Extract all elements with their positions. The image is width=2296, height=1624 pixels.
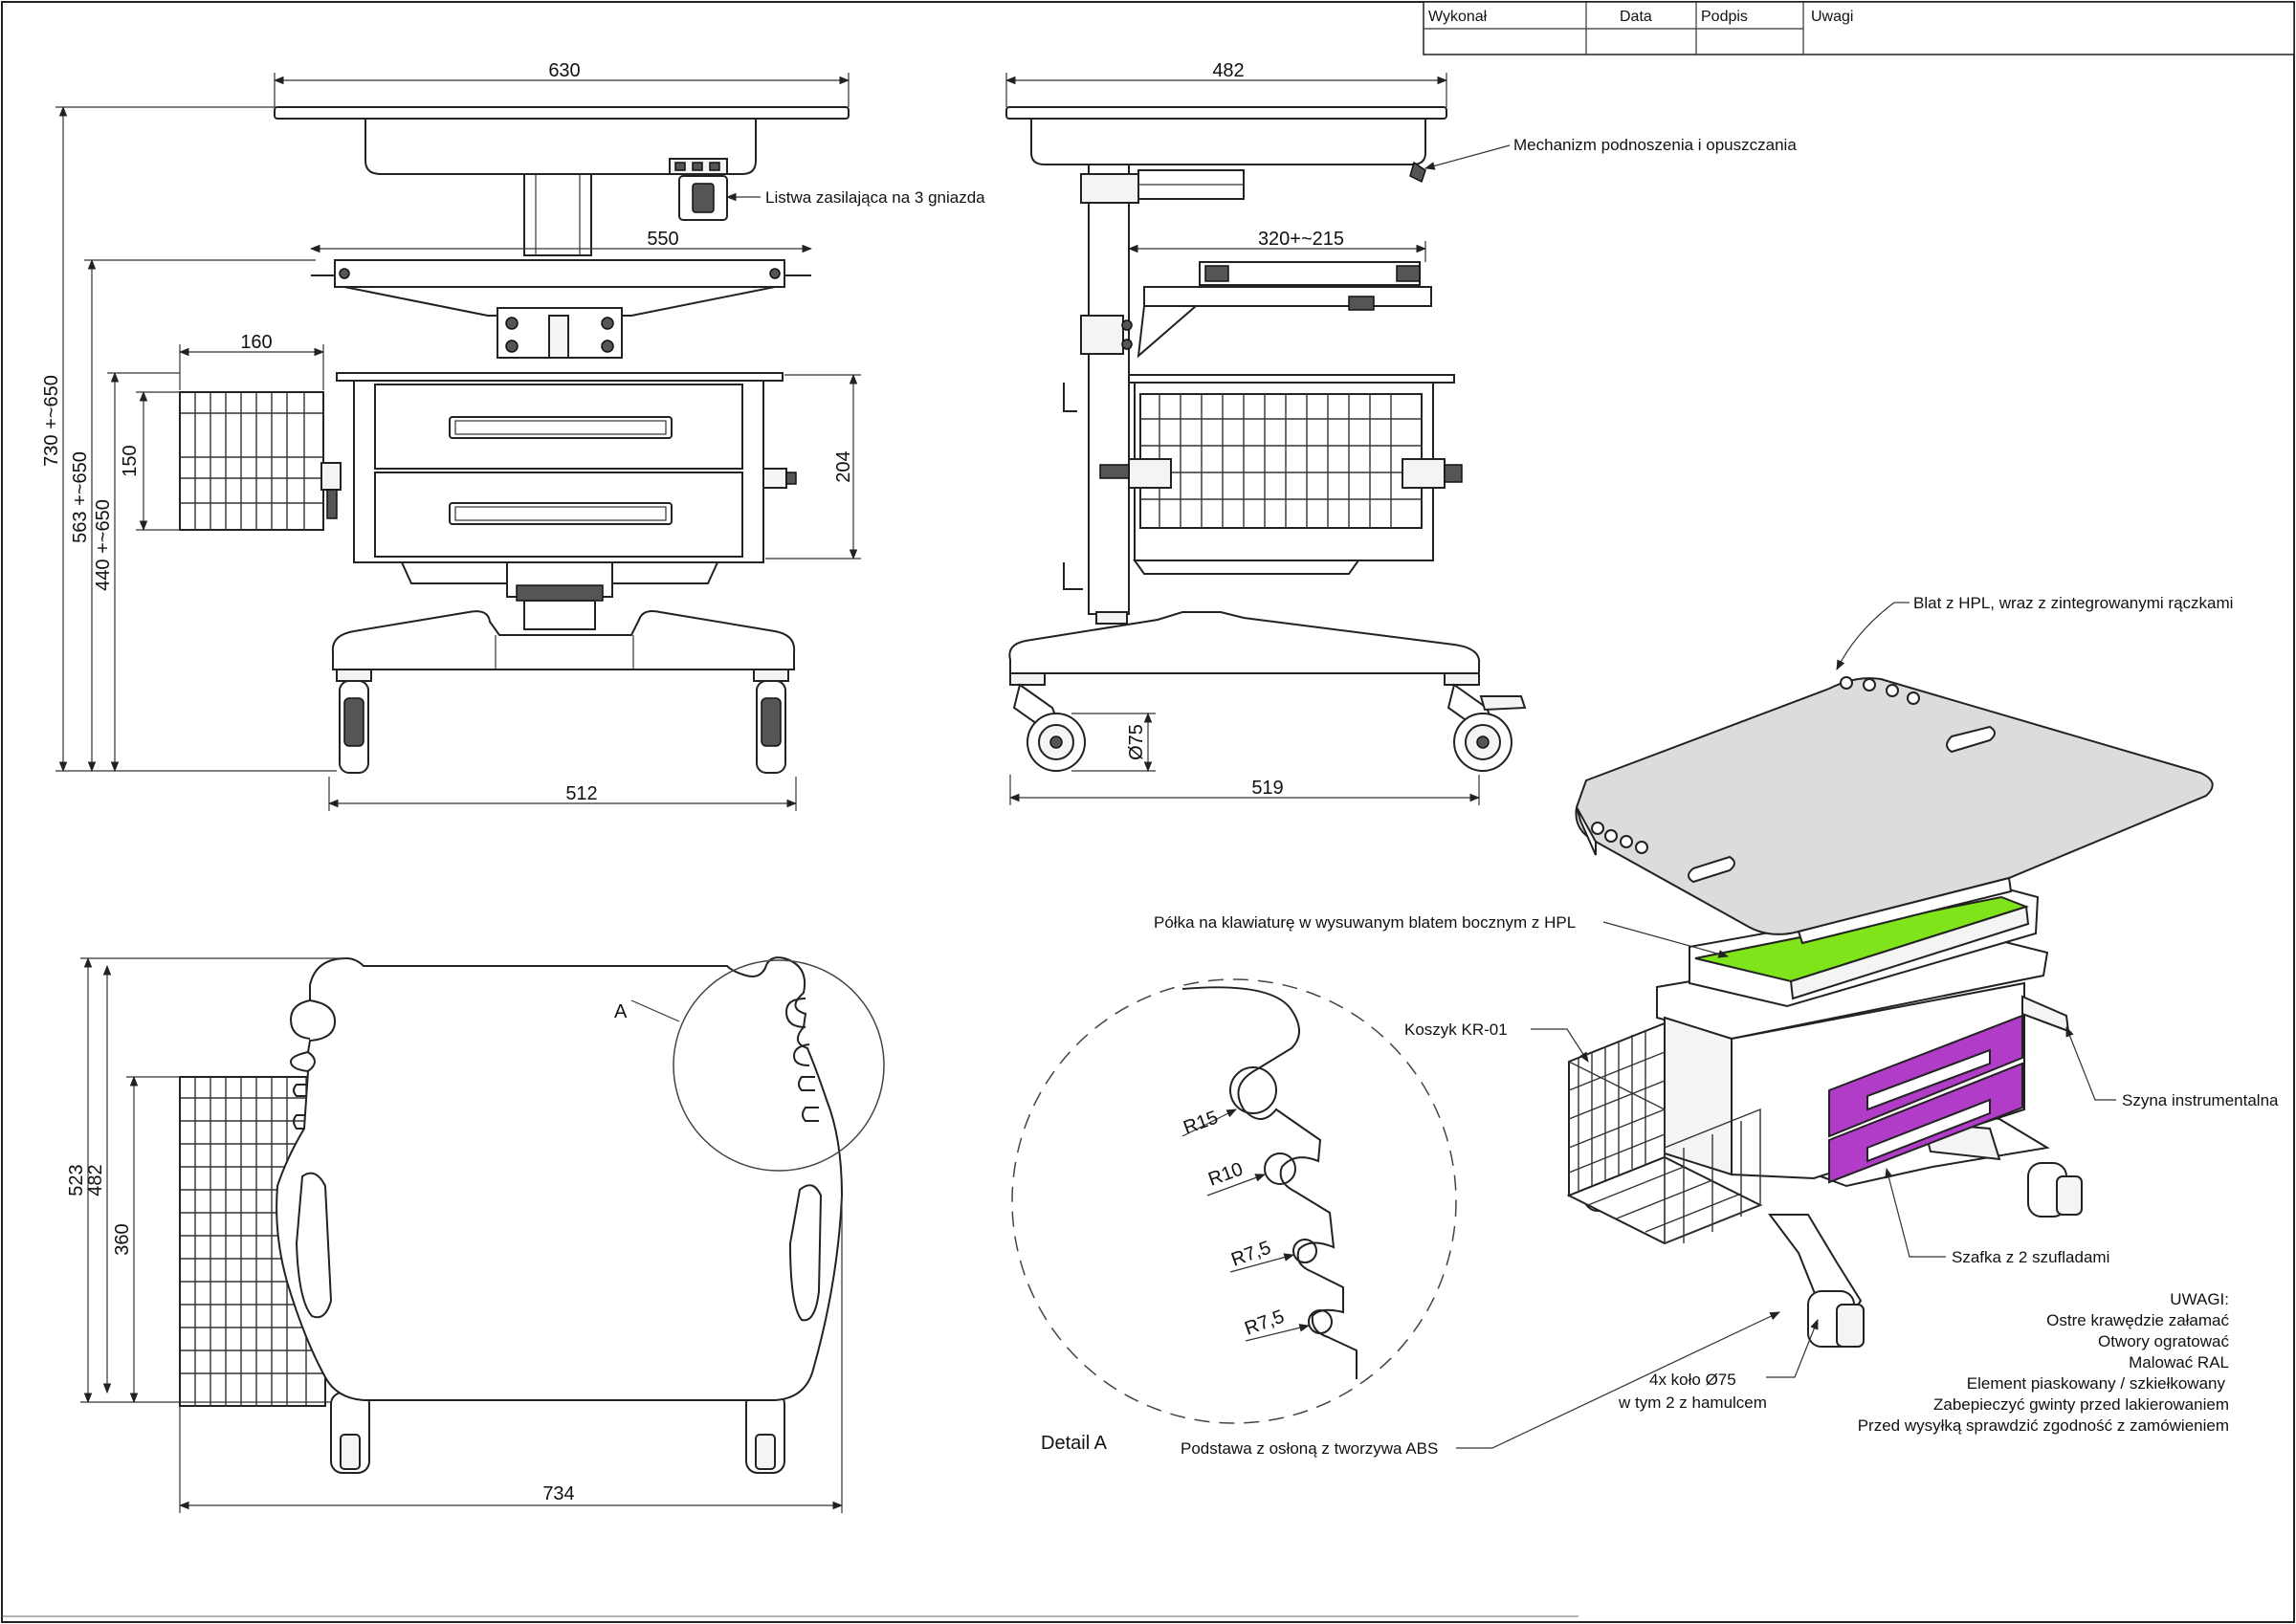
front-keyboard-tray: [334, 259, 785, 288]
iso-rail: [2021, 995, 2070, 1033]
front-caster-left: [336, 669, 372, 774]
detail-a-marker-circle: [673, 959, 885, 1172]
dim-440: 440 +~650: [93, 499, 114, 591]
note-line-6: Przed wysyłką sprawdzić zgodność z zamów…: [1858, 1416, 2229, 1435]
front-view: 630 550 160 150 204 512 730 +~650 563 +~…: [41, 60, 985, 811]
dim-482-side: 482: [1212, 60, 1244, 81]
side-base: [1008, 611, 1481, 674]
label-basket: Koszyk KR-01: [1404, 1020, 1508, 1039]
side-caster-left: [1009, 672, 1086, 772]
front-tray-bracket: [343, 286, 776, 317]
detail-a-profile: [1181, 986, 1358, 1379]
front-drawer-handle-upper: [449, 416, 673, 439]
detail-a-title: Detail A: [1041, 1433, 1108, 1454]
side-column: [1088, 164, 1130, 615]
front-column: [523, 173, 592, 256]
dim-wheel-75: Ø75: [1126, 724, 1147, 760]
top-view: A 523 482 360 734: [66, 956, 885, 1513]
top-tabletop: [276, 956, 844, 1401]
dim-150: 150: [120, 445, 141, 476]
front-drawer-handle-lower: [449, 502, 673, 525]
note-line-4: Element piaskowany / szkiełkowany: [1967, 1374, 2226, 1393]
label-power-strip: Listwa zasilająca na 3 gniazda: [765, 188, 985, 207]
label-keyboard-shelf: Półka na klawiaturę w wysuwanym blatem b…: [1154, 913, 1576, 932]
label-base: Podstawa z osłoną z tworzywa ABS: [1181, 1439, 1438, 1458]
note-line-2: Otwory ogratować: [2098, 1332, 2229, 1350]
detail-a-marker: A: [614, 1001, 628, 1022]
dim-512: 512: [565, 783, 597, 804]
dim-734: 734: [542, 1483, 574, 1504]
dim-630: 630: [548, 60, 580, 81]
label-lift-mechanism: Mechanizm podnoszenia i opuszczania: [1513, 136, 1797, 154]
front-basket: [179, 391, 342, 531]
dim-482-top: 482: [85, 1164, 106, 1196]
dim-730: 730 +~650: [41, 375, 62, 467]
note-line-5: Zabepieczyć gwinty przed lakierowaniem: [1933, 1395, 2229, 1414]
detail-radius-3: R7,5: [1228, 1238, 1273, 1271]
dim-204: 204: [833, 450, 854, 482]
detail-a: R15 R10 R7,5 R7,5 Detail A: [1011, 978, 1457, 1454]
dim-550: 550: [647, 229, 678, 250]
note-line-1: Ostre krawędzie załamać: [2046, 1311, 2229, 1329]
top-handle-left: [295, 1172, 333, 1319]
front-base: [331, 610, 796, 670]
title-block: Wykonał Data Podpis Uwagi: [1423, 1, 2295, 55]
detail-a-boundary: [1011, 978, 1457, 1424]
dim-523: 523: [66, 1164, 87, 1196]
top-handle-right: [788, 1184, 823, 1322]
dim-160: 160: [240, 332, 272, 353]
side-top-plate: [1005, 106, 1447, 120]
detail-radius-1: R15: [1181, 1107, 1221, 1138]
side-view: Mechanizm podnoszenia i opuszczania: [1004, 60, 1797, 805]
power-strip-icon: [669, 158, 728, 221]
iso-view: Blat z HPL, wraz z zintegrowanymi rączka…: [1154, 594, 2279, 1458]
front-cabinet-top: [336, 372, 784, 382]
title-col-signature: Podpis: [1701, 9, 1748, 25]
iso-cabinet-side: [1664, 1016, 1733, 1176]
label-tabletop: Blat z HPL, wraz z zintegrowanymi rączka…: [1913, 594, 2233, 612]
label-instrument-rail: Szyna instrumentalna: [2122, 1091, 2279, 1109]
dim-519: 519: [1251, 778, 1283, 799]
title-col-made-by: Wykonał: [1428, 9, 1488, 25]
notes-block: UWAGI: Ostre krawędzie załamać Otwory og…: [1858, 1290, 2230, 1435]
front-caster-right: [753, 669, 789, 774]
front-top-plate: [274, 106, 850, 120]
dim-320-215: 320+~215: [1258, 229, 1344, 250]
notes-heading: UWAGI:: [2170, 1290, 2229, 1308]
side-keyboard-tray: [1199, 261, 1421, 286]
dim-360: 360: [112, 1223, 133, 1255]
detail-radius-2: R10: [1205, 1158, 1246, 1190]
label-wheels-2: w tym 2 z hamulcem: [1618, 1394, 1767, 1412]
title-col-remarks: Uwagi: [1811, 9, 1853, 25]
iso-tabletop: [1575, 677, 2214, 935]
detail-radius-4: R7,5: [1242, 1306, 1287, 1340]
front-top-housing: [364, 118, 757, 175]
label-cabinet: Szafka z 2 szufladami: [1952, 1248, 2109, 1266]
title-col-date: Data: [1620, 9, 1652, 25]
label-wheels-1: 4x koło Ø75: [1649, 1371, 1736, 1389]
note-line-3: Malować RAL: [2129, 1353, 2229, 1372]
dim-563: 563 +~650: [70, 451, 91, 543]
side-caster-right: [1444, 672, 1527, 772]
side-basket: [1139, 393, 1423, 529]
side-top-housing: [1030, 118, 1426, 165]
iso-basket: [1566, 1021, 1763, 1245]
